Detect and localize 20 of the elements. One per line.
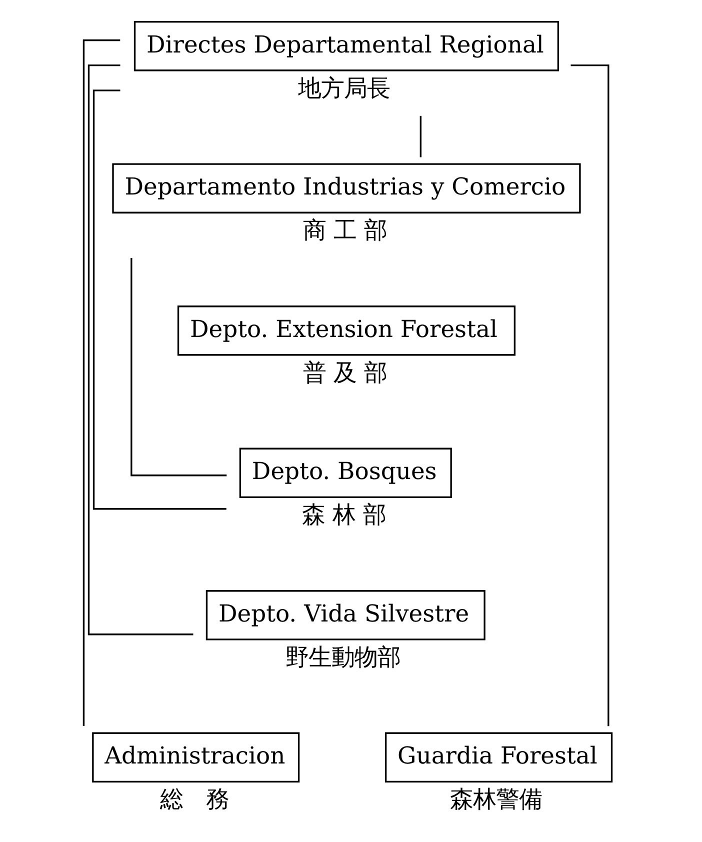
node-box: Depto. Vida Silvestre [205, 590, 485, 640]
node-label: 総 務 [159, 785, 228, 814]
connector [419, 116, 421, 158]
node-box: Administracion [92, 732, 300, 782]
node-label: 森 林 部 [302, 500, 386, 529]
node-label: 商 工 部 [302, 216, 386, 244]
node-label: 地方局長 [297, 74, 390, 102]
node-box: Departamento Industrias y Comercio [112, 163, 580, 214]
node-label: 野生動物部 [284, 642, 400, 671]
connector [87, 64, 193, 636]
node-label: 森林警備 [450, 785, 542, 814]
node-box: Depto. Extension Forestal [176, 306, 516, 356]
connector [92, 90, 226, 510]
node-box: Depto. Bosques [238, 448, 452, 498]
node-box: Guardia Forestal [384, 732, 612, 782]
connector [82, 39, 120, 726]
node-box: Directes Departamental Regional [133, 21, 559, 72]
node-label: 普 及 部 [302, 358, 386, 386]
connector [570, 64, 609, 726]
connector [130, 258, 226, 476]
